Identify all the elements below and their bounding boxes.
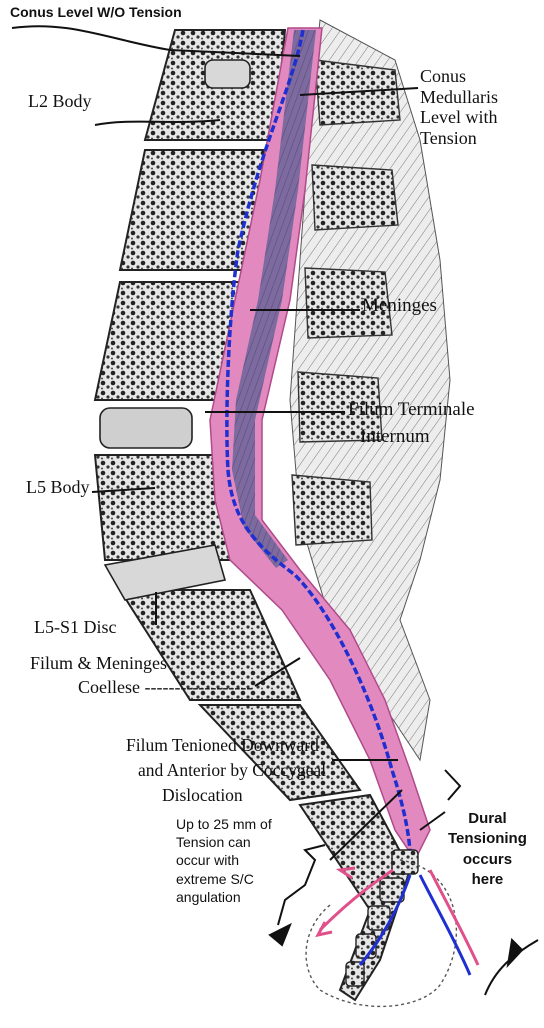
conus-line-2: Medullaris (420, 87, 530, 108)
tension-amount-label: Up to 25 mm of Tension can occur with ex… (176, 815, 272, 906)
filum-terminale-label-line-1: Filum Terminale (348, 399, 475, 421)
l5-s1-disc-label: L5-S1 Disc (34, 617, 117, 638)
filum-terminale-label-line-2: Internum (360, 426, 430, 448)
conus-level-without-tension-label: Conus Level W/O Tension (10, 4, 182, 20)
dural-line-2: Tensioning (448, 829, 527, 849)
dural-line-1: Dural (448, 809, 527, 829)
filum-tensioned-label-line-1: Filum Tenioned Downward (126, 735, 319, 755)
tension-amount-line-2: Tension can (176, 833, 272, 851)
conus-line-3: Level with (420, 107, 530, 128)
dural-line-4: here (448, 870, 527, 890)
dural-line-3: occurs (448, 850, 527, 870)
tension-amount-line-5: angulation (176, 888, 272, 906)
tension-amount-line-4: extreme S/C (176, 870, 272, 888)
meninges-label: Meninges (362, 295, 437, 317)
conus-with-tension-label: Conus Medullaris Level with Tension (420, 66, 530, 149)
conus-line-1: Conus (420, 66, 530, 87)
l5-body-label: L5 Body (26, 477, 90, 498)
conus-line-4: Tension (420, 128, 530, 149)
tension-amount-line-1: Up to 25 mm of (176, 815, 272, 833)
filum-tensioned-label-line-2: and Anterior by Coccygeal (138, 760, 326, 780)
tension-amount-line-3: occur with (176, 851, 272, 869)
l2-body-label: L2 Body (28, 91, 92, 112)
filum-meninges-label-line-1: Filum & Meninges (30, 653, 167, 674)
filum-tensioned-label-line-3: Dislocation (162, 785, 243, 805)
dural-tensioning-label: Dural Tensioning occurs here (448, 809, 527, 890)
filum-meninges-label-line-2: Coellese ------------------ (78, 677, 252, 698)
